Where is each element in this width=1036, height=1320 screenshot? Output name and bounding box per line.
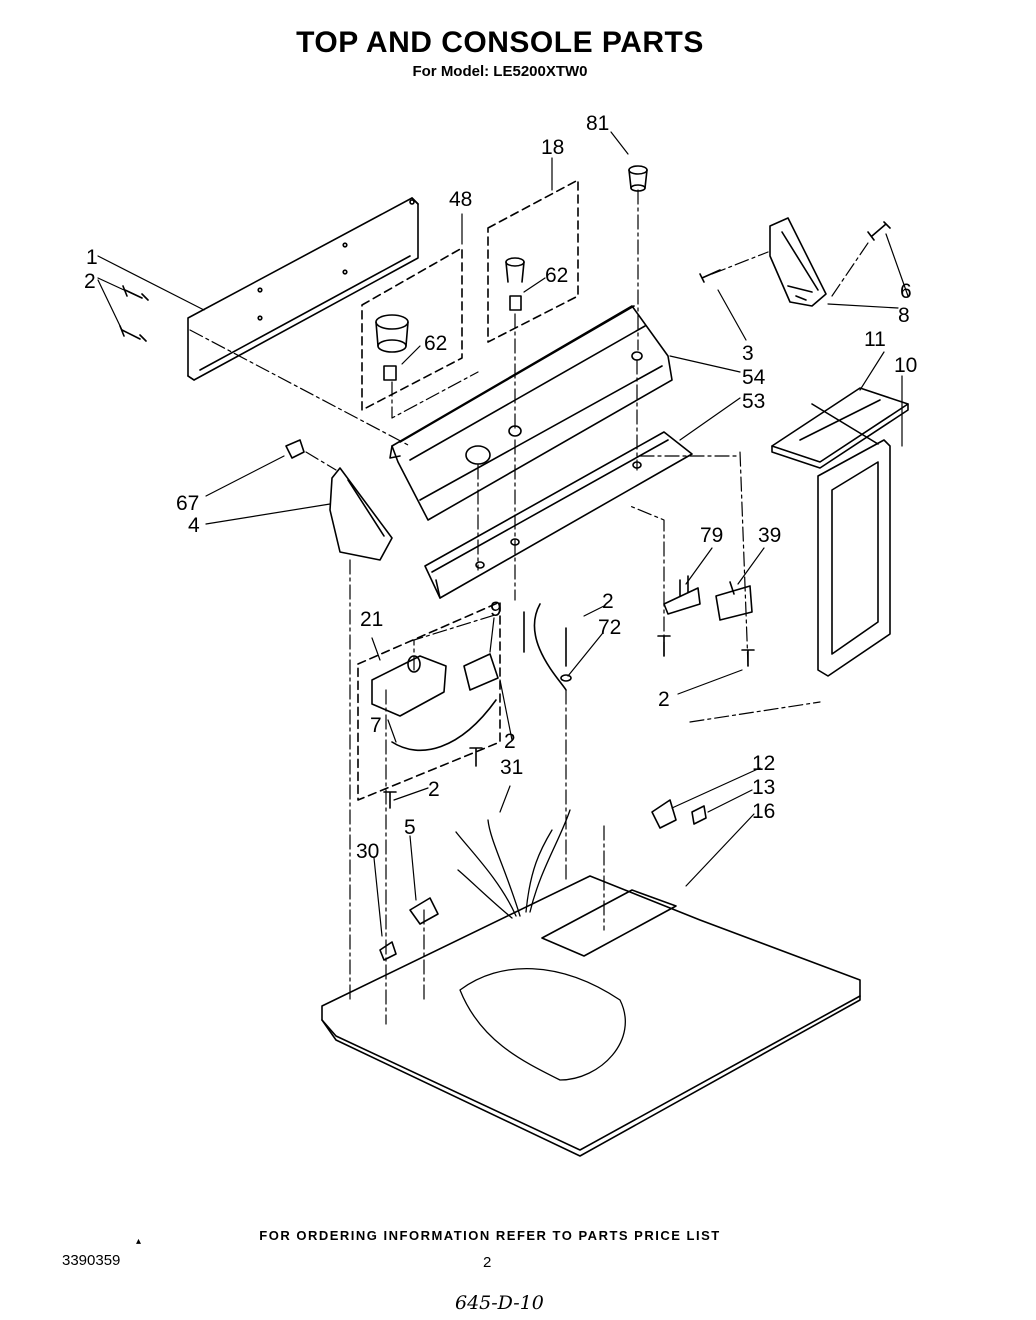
callout-9: 9 — [490, 598, 502, 621]
page-number: 2 — [483, 1254, 492, 1271]
callout-16: 16 — [752, 800, 775, 823]
lens-11 — [771, 387, 909, 469]
callout-6: 6 — [900, 280, 912, 303]
knob-group-box-18 — [487, 179, 579, 343]
handwritten-note: 645-D-10 — [455, 1292, 544, 1314]
callout-53: 53 — [742, 390, 765, 413]
document-number: 3390359 — [62, 1252, 121, 1269]
callout-5: 5 — [404, 816, 416, 839]
ground-wire-72 — [523, 603, 572, 691]
corner-mark: ▴ — [136, 1236, 142, 1247]
model-subtitle: For Model: LE5200XTW0 — [412, 63, 588, 80]
callout-4: 4 — [188, 514, 200, 537]
callout-10: 10 — [894, 354, 917, 377]
leader-lines — [97, 131, 909, 937]
callout-2-lower: 2 — [428, 778, 440, 801]
callout-81: 81 — [586, 112, 609, 135]
knob-group-box-48 — [361, 247, 463, 411]
callout-2-left: 2 — [84, 270, 96, 293]
callout-67: 67 — [176, 492, 199, 515]
ordering-note: FOR ORDERING INFORMATION REFER TO PARTS … — [259, 1228, 721, 1243]
screw-3 — [699, 269, 721, 283]
callout-13: 13 — [752, 776, 775, 799]
callout-39: 39 — [758, 524, 781, 547]
callout-7: 7 — [370, 714, 382, 737]
page-title: TOP AND CONSOLE PARTS — [296, 26, 704, 59]
callout-8: 8 — [898, 304, 910, 327]
bracket-9 — [463, 653, 499, 691]
callout-21: 21 — [360, 608, 383, 631]
bracket-8 — [769, 217, 827, 307]
callout-62-b: 62 — [424, 332, 447, 355]
screw-13 — [691, 805, 707, 825]
timer-motor — [371, 655, 447, 717]
timer-box-21 — [357, 601, 501, 801]
screw-left-lower — [119, 325, 147, 342]
switch-79 — [663, 575, 701, 615]
screw-6 — [867, 221, 891, 241]
assembly-lines — [189, 189, 871, 1025]
callout-2-mid-top: 2 — [602, 590, 614, 613]
screw-mid-c — [469, 747, 483, 767]
timer-knob-48 — [375, 314, 409, 381]
console-back-panel — [424, 431, 693, 599]
screw-left-upper — [122, 285, 149, 301]
callout-54: 54 — [742, 366, 766, 389]
callout-3: 3 — [742, 342, 754, 365]
callout-12: 12 — [752, 752, 775, 775]
callout-18: 18 — [541, 136, 564, 159]
top-panel — [321, 875, 861, 1157]
callout-79: 79 — [700, 524, 723, 547]
clip-12 — [651, 799, 677, 829]
callout-labels: 81 18 48 62 62 1 2 6 8 3 54 53 11 10 67 … — [84, 112, 917, 863]
wire-harness-31 — [455, 809, 626, 1081]
knob-81 — [628, 165, 648, 192]
wire-7 — [391, 699, 497, 752]
frame-10 — [817, 439, 891, 677]
switch-39 — [715, 581, 753, 621]
end-cap — [329, 467, 393, 561]
callout-48: 48 — [449, 188, 472, 211]
callout-72: 72 — [598, 616, 621, 639]
callout-31: 31 — [500, 756, 523, 779]
callout-2-mid: 2 — [504, 730, 516, 753]
callout-30: 30 — [356, 840, 379, 863]
clip-30 — [379, 941, 397, 961]
callout-2-mid-right: 2 — [658, 688, 670, 711]
control-panel-bracket — [187, 197, 419, 381]
callout-1: 1 — [86, 246, 98, 269]
clip-67 — [285, 439, 305, 459]
callout-11: 11 — [864, 328, 886, 351]
callout-62-a: 62 — [545, 264, 568, 287]
selector-knob-18 — [505, 257, 525, 311]
clip-5 — [409, 897, 439, 925]
